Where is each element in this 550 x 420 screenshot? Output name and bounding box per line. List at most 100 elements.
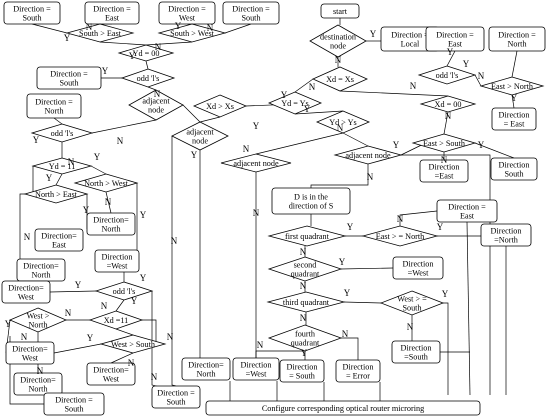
- node-tl-south2: Direction =South: [222, 1, 280, 25]
- edge-label-no: N: [257, 340, 264, 350]
- node-shape: [490, 157, 538, 181]
- node-shape: [205, 400, 481, 416]
- connector: [466, 221, 471, 396]
- node-west-gt-north: West >North: [8, 307, 68, 333]
- node-dir-north-tr: Direction =North: [488, 26, 546, 52]
- node-label: Direction: [102, 253, 133, 262]
- node-label: Direction=: [188, 361, 224, 370]
- node-shape: [34, 228, 84, 252]
- node-label: adjacent: [142, 97, 170, 106]
- node-shape: [267, 225, 347, 247]
- node-label: South: [64, 405, 83, 414]
- edge-label-no: N: [243, 144, 250, 154]
- edge-label-no: N: [68, 157, 75, 167]
- node-shape: [392, 256, 444, 280]
- edge-label-no: N: [300, 281, 307, 291]
- edge-label-no: N: [342, 329, 349, 339]
- node-north-gt-east: North > East: [23, 184, 89, 204]
- node-label: South: [166, 398, 185, 407]
- node-label: odd 'l's: [436, 71, 459, 80]
- edge-label-yes: Y: [191, 150, 198, 160]
- node-third-q: third quadrant: [266, 291, 346, 313]
- node-label: Direction=: [41, 232, 77, 241]
- edge-label-no: N: [410, 81, 417, 91]
- node-tl-west: Direction =West: [158, 1, 216, 25]
- connector: [340, 267, 394, 270]
- edge-label-yes: Y: [463, 59, 470, 69]
- edge-label-yes: Y: [94, 152, 101, 162]
- node-shape: [271, 187, 351, 215]
- node-shape: [88, 310, 144, 330]
- node-adj-node-center: adjacent node: [220, 153, 292, 173]
- node-label: East > = North: [376, 232, 425, 241]
- node-label: Direction: [287, 363, 318, 372]
- node-odd1-left: odd 'l's: [30, 123, 94, 143]
- node-label: Direction=: [12, 345, 48, 354]
- node-label: East: [52, 241, 67, 250]
- edge-label-yes: Y: [87, 333, 94, 343]
- node-label: Direction: [343, 363, 374, 372]
- node-label: Direction: [499, 111, 530, 120]
- edge-label-no: N: [478, 71, 485, 81]
- node-dir-south-left: Direction =South: [36, 66, 102, 90]
- node-shape: [491, 107, 537, 131]
- node-label: Yd > Ys: [329, 118, 357, 127]
- node-yd-eq-00-top: Yd = 00: [117, 44, 175, 62]
- edge-label-no: N: [154, 89, 161, 99]
- connector: [147, 86, 157, 91]
- node-shape: [86, 212, 136, 236]
- node-label: South: [504, 170, 523, 179]
- node-label: node: [330, 42, 346, 51]
- node-label: odd 'l's: [51, 129, 74, 138]
- edge-label-yes: Y: [478, 140, 485, 150]
- connector: [199, 116, 221, 123]
- node-dir-north-l4: Direction=North: [13, 372, 63, 396]
- node-shape: [419, 159, 469, 183]
- edge-label-no: N: [309, 82, 316, 92]
- edge-label-yes: Y: [102, 66, 109, 76]
- edge-label-yes: Y: [393, 140, 400, 150]
- node-label: Direction =: [157, 389, 195, 398]
- node-shape: [335, 359, 381, 383]
- edge-label-no: N: [397, 214, 404, 224]
- node-label: Direction: [499, 161, 530, 170]
- node-label: adjacent node: [233, 159, 279, 168]
- connector: [474, 74, 482, 87]
- node-shape: [3, 1, 61, 25]
- node-dir-south-bottom2: Direction= South: [279, 359, 325, 383]
- node-dir-east-l: Direction=East: [34, 228, 84, 252]
- node-dir-west-bottom: Direction=West: [232, 357, 280, 381]
- edge-label-yes: Y: [175, 21, 182, 31]
- edge-label-no: N: [151, 372, 158, 382]
- edge-label-no: N: [65, 308, 72, 318]
- node-shape: [43, 392, 105, 416]
- node-label: South: [22, 14, 41, 23]
- node-label: =West: [408, 269, 430, 278]
- node-east-gt-north-r: East > North: [479, 76, 545, 96]
- edge-label-yes: Y: [33, 135, 40, 145]
- edge-label-no: N: [407, 322, 414, 332]
- node-dir-east-tr: Direction =East: [425, 26, 485, 52]
- node-shape: [99, 334, 167, 354]
- connector: [310, 164, 369, 188]
- node-start: start: [320, 3, 360, 19]
- node-east-gt-south: East > South: [411, 133, 477, 153]
- node-label: Direction =: [168, 5, 206, 14]
- node-configure: Configure corresponding optical router m…: [205, 400, 481, 416]
- node-label: South > West: [170, 29, 215, 38]
- node-shape: [30, 123, 94, 143]
- connector: [511, 50, 518, 78]
- connector: [110, 352, 134, 364]
- node-shape: [192, 94, 248, 118]
- node-label: Xd = Xs: [326, 75, 354, 84]
- node-dir-west-l4: Direction=West: [86, 362, 136, 386]
- node-dir-west-l2: Direction=West: [1, 280, 51, 304]
- edge-label-no: N: [128, 358, 135, 368]
- node-label: North > East: [35, 190, 78, 199]
- node-dir-south-l: Direction =South: [43, 392, 105, 416]
- node-label: =East: [435, 172, 454, 181]
- node-shape: [31, 157, 93, 175]
- connector: [511, 94, 515, 109]
